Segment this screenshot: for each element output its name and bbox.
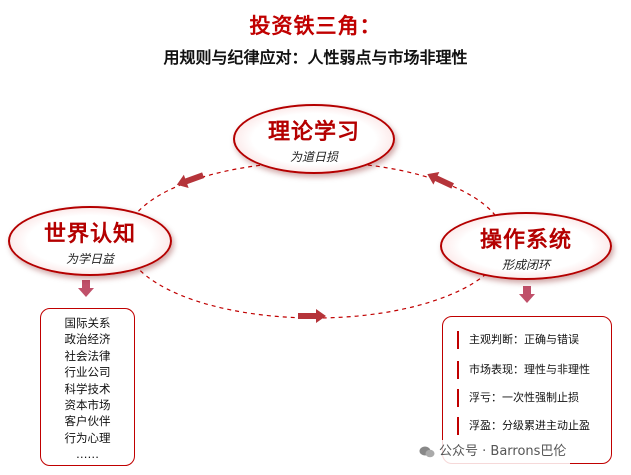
world-item: 国际关系 xyxy=(64,316,111,330)
diagram-title: 投资铁三角： xyxy=(249,14,382,38)
world-item: 社会法律 xyxy=(64,348,111,363)
world-item: 资本市场 xyxy=(64,398,111,413)
watermark: 公众号 · Barrons巴伦 xyxy=(415,440,571,464)
diagram-subtitle: 用规则与纪律应对：人性弱点与市场非理性 xyxy=(163,48,468,67)
ops-item: 浮盈：分级累进主动止盈 xyxy=(457,417,590,435)
node-world-sublabel: 为学日益 xyxy=(65,252,114,266)
cycle-arrow-right xyxy=(427,171,454,189)
ops-item: 主观判断：正确与错误 xyxy=(457,331,579,349)
world-item: 科学技术 xyxy=(64,381,111,396)
world-item: 客户伙伴 xyxy=(64,414,111,429)
cycle-arrow-top-left xyxy=(176,172,205,188)
down-arrow-left xyxy=(78,280,94,297)
ops-items-panel: 主观判断：正确与错误 市场表现：理性与非理性 浮亏：一次性强制止损 浮盈：分级累… xyxy=(442,316,612,464)
world-item: 政治经济 xyxy=(64,332,111,347)
node-theory-sublabel: 为道日损 xyxy=(289,150,338,164)
world-item: 行为心理 xyxy=(64,430,111,445)
node-operating-system: 操作系统 形成闭环 xyxy=(440,212,612,280)
world-items-panel: 国际关系 政治经济 社会法律 行业公司 科学技术 资本市场 客户伙伴 行为心理 … xyxy=(40,308,135,466)
node-theory-learning: 理论学习 为道日损 xyxy=(233,104,395,174)
watermark-text: 公众号 · Barrons巴伦 xyxy=(439,444,567,459)
wechat-icon xyxy=(419,446,435,457)
node-ops-label: 操作系统 xyxy=(479,228,572,253)
cycle-arrow-bottom xyxy=(298,309,326,323)
ops-item: 市场表现：理性与非理性 xyxy=(457,361,590,379)
world-item: 行业公司 xyxy=(64,365,111,380)
node-theory-label: 理论学习 xyxy=(267,120,360,145)
down-arrow-right xyxy=(519,286,535,303)
ops-item: 浮亏：一次性强制止损 xyxy=(457,389,579,407)
node-ops-sublabel: 形成闭环 xyxy=(501,258,550,272)
node-world-cognition: 世界认知 为学日益 xyxy=(8,206,172,276)
world-item: …… xyxy=(76,447,99,462)
node-world-label: 世界认知 xyxy=(43,222,136,247)
